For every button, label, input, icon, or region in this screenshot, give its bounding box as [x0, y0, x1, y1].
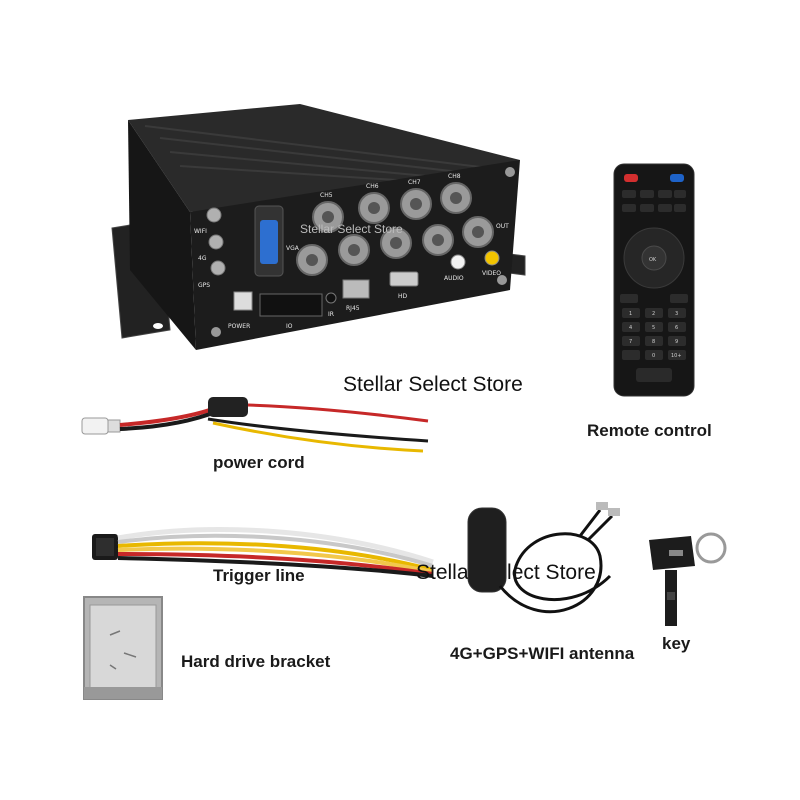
antenna — [460, 496, 630, 632]
ch6-port-label: CH6 — [366, 183, 379, 190]
watermark-faint: Stellar Select Store — [300, 222, 403, 236]
ch5-port-label: CH5 — [320, 192, 333, 199]
remote-control: OK 1 2 3 4 5 6 7 8 9 0 10+ — [612, 162, 696, 398]
io-port-label: IO — [286, 323, 293, 330]
remote-key-7: 7 — [629, 339, 632, 345]
remote-key-5: 5 — [652, 325, 655, 331]
4g-port-label: 4G — [198, 255, 207, 262]
video-port-label: VIDEO — [482, 270, 501, 277]
key-label: key — [662, 634, 691, 653]
remote-control-drawing: OK 1 2 3 4 5 6 7 8 9 0 10+ — [613, 163, 695, 397]
ir-port-label: IR — [328, 311, 334, 318]
ch7-port-label: CH7 — [408, 179, 421, 186]
mobile-dvr-unit: WIFI 4G GPS POWER VGA IO IR RJ45 HD — [100, 100, 530, 360]
remote-key-10plus: 10+ — [671, 353, 682, 359]
power-cord — [78, 385, 438, 455]
remote-control-label: Remote control — [587, 421, 712, 440]
key — [645, 522, 733, 630]
out-port-label: OUT — [496, 223, 509, 230]
rj45-port-label: RJ45 — [346, 305, 360, 312]
hard-drive-bracket-label: Hard drive bracket — [181, 652, 331, 671]
gps-port-label: GPS — [198, 282, 210, 289]
power-cord-label: power cord — [213, 453, 305, 472]
watermark-main: Stellar Select Store — [343, 373, 523, 396]
audio-port-label: AUDIO — [444, 275, 464, 282]
hard-drive-bracket — [80, 595, 166, 703]
hard-drive-bracket-drawing — [83, 596, 163, 700]
power-cord-drawing — [81, 397, 429, 453]
remote-ok-label: OK — [649, 257, 657, 263]
ch8-port-label: CH8 — [448, 173, 461, 180]
trigger-line — [88, 512, 438, 582]
trigger-line-label: Trigger line — [213, 566, 305, 585]
remote-key-4: 4 — [629, 325, 632, 331]
remote-key-1: 1 — [629, 311, 632, 317]
wifi-port-label: WIFI — [194, 228, 207, 235]
power-port-label: POWER — [228, 323, 250, 330]
antenna-drawing — [467, 502, 620, 614]
trigger-line-drawing — [92, 527, 434, 578]
hd-port-label: HD — [398, 293, 408, 300]
key-drawing — [649, 532, 727, 626]
remote-key-2: 2 — [652, 311, 655, 317]
remote-key-0: 0 — [652, 353, 655, 359]
remote-key-9: 9 — [675, 339, 678, 345]
remote-key-8: 8 — [652, 339, 655, 345]
remote-key-6: 6 — [675, 325, 678, 331]
mobile-dvr-drawing: WIFI 4G GPS POWER VGA IO IR RJ45 HD — [111, 104, 526, 350]
vga-port-label: VGA — [286, 245, 300, 252]
antenna-label: 4G+GPS+WIFI antenna — [450, 644, 635, 663]
remote-key-3: 3 — [675, 311, 678, 317]
